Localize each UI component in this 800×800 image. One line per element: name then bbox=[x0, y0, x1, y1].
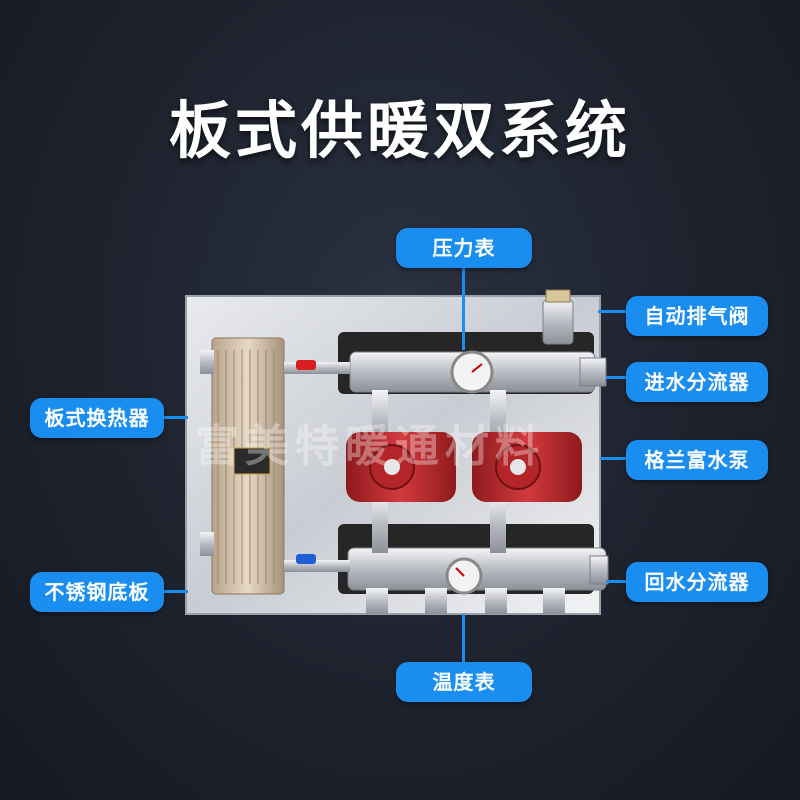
supply-manifold-label: 进水分流器 bbox=[626, 362, 768, 402]
thermometer-pointer bbox=[462, 614, 465, 664]
pump-pointer bbox=[600, 457, 626, 460]
thermometer-label: 温度表 bbox=[396, 662, 532, 702]
pressure-gauge-pointer bbox=[462, 262, 465, 350]
return-manifold-pointer bbox=[606, 580, 626, 583]
air-vent-valve bbox=[542, 299, 574, 345]
plate-exchanger-pointer bbox=[162, 416, 188, 419]
brand-badge bbox=[233, 447, 271, 475]
plate-exchanger-label: 板式换热器 bbox=[30, 398, 164, 438]
air-vent-label: 自动排气阀 bbox=[626, 296, 768, 336]
stainless-plate-label: 不锈钢底板 bbox=[30, 572, 164, 612]
air-vent-pointer bbox=[598, 310, 626, 313]
watermark: 富美特暖通材料 bbox=[195, 421, 545, 472]
pump-label: 格兰富水泵 bbox=[626, 440, 768, 480]
supply-manifold-pointer bbox=[606, 376, 626, 379]
pressure-gauge-label: 压力表 bbox=[396, 228, 532, 268]
blue-valve-handle bbox=[296, 554, 316, 564]
page-title: 板式供暖双系统 bbox=[168, 94, 631, 167]
red-valve-handle bbox=[296, 360, 316, 370]
stainless-plate-pointer bbox=[162, 590, 188, 593]
return-manifold-label: 回水分流器 bbox=[626, 562, 768, 602]
